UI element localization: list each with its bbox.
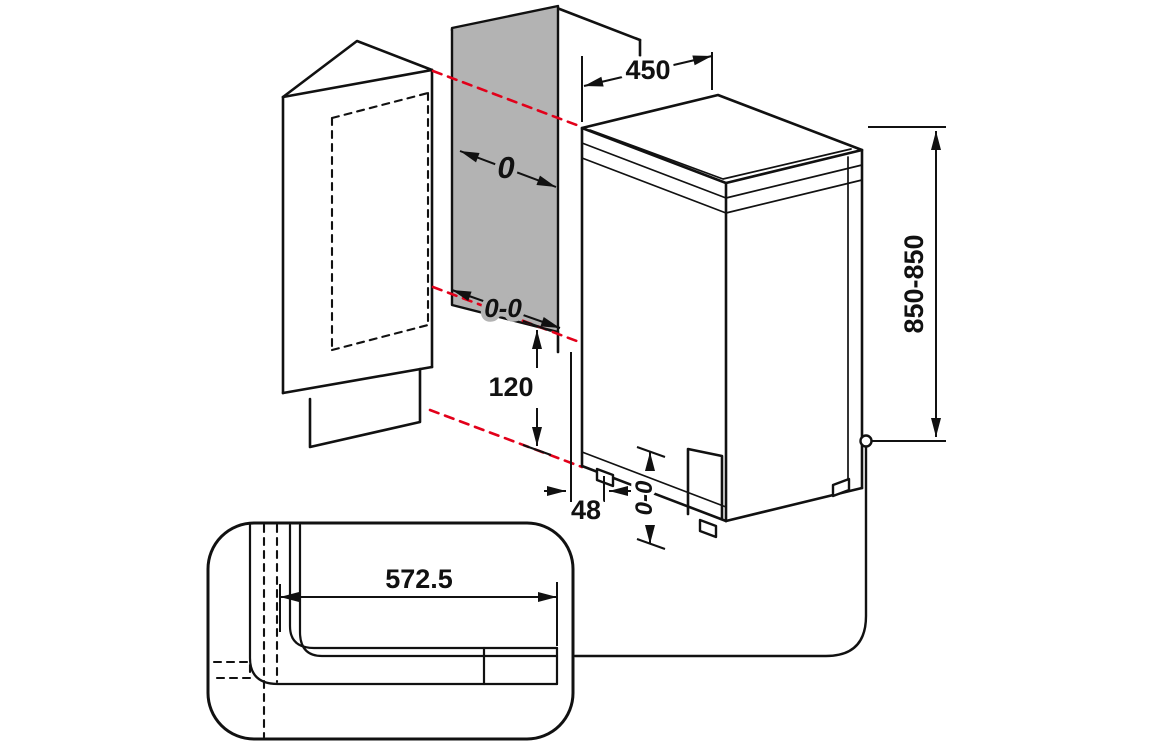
niche-hidden-edge-bottom xyxy=(330,323,430,352)
alignment-line-floor xyxy=(428,408,584,469)
alignment-line-worktop xyxy=(431,69,584,129)
cabinet-front-top-edge xyxy=(281,68,434,99)
dim-line-gap xyxy=(459,150,557,188)
adjustable-foot-front-right xyxy=(698,518,718,539)
dimension-foot-range: 0-0 xyxy=(627,446,666,550)
dimension-offset-48: 48 xyxy=(544,352,631,530)
dimension-width-450: 450 xyxy=(581,51,713,122)
dishwasher-top-rim xyxy=(589,129,852,180)
dim-label-5725: 572.5 xyxy=(385,564,453,594)
dim-label-850: 850-850 xyxy=(899,234,929,333)
dim-label-foot-range: 0-0 xyxy=(631,480,658,515)
inset-frame xyxy=(206,521,575,741)
dim-label-gap: 0 xyxy=(497,150,514,185)
adjustable-foot-back-right xyxy=(831,477,851,498)
control-band-side-top xyxy=(725,164,863,199)
dim-label-120: 120 xyxy=(488,372,533,402)
cabinet-bottom-edge xyxy=(281,365,434,395)
leader-anchor-point xyxy=(859,434,873,448)
niche-hidden-edge-top xyxy=(330,91,430,120)
control-band-front-bottom xyxy=(581,157,727,214)
dim-label-450: 450 xyxy=(625,55,670,85)
tick-120-bottom xyxy=(522,444,552,456)
cabinet-plinth xyxy=(308,367,422,449)
dim-label-48: 48 xyxy=(571,495,601,525)
dim-label-gap-range: 0-0 xyxy=(484,293,522,323)
dimension-height-850: 850-850 xyxy=(868,126,946,442)
detail-leader xyxy=(573,434,873,658)
control-band-side-bottom xyxy=(725,179,863,214)
dim-line-450 xyxy=(583,55,713,87)
leader-curve xyxy=(573,445,868,658)
inset-outer-profile xyxy=(248,523,559,686)
dimension-gap-range: 0-0 xyxy=(451,289,561,329)
dishwasher-outline xyxy=(580,93,864,539)
dishwasher-top-face xyxy=(580,93,864,185)
cabinet-top-edges xyxy=(281,39,434,99)
inset-door-profile-outer xyxy=(288,523,559,650)
door-bottom-gap-line xyxy=(581,451,727,508)
detail-inset: 572.5 xyxy=(206,521,575,741)
control-band-front-top xyxy=(581,142,727,199)
kick-plate-recess xyxy=(686,447,724,520)
inset-hidden-step xyxy=(212,660,252,680)
inset-door-profile-inner xyxy=(298,523,559,658)
left-cabinet-outline xyxy=(281,39,434,449)
dimension-plinth-120: 120 xyxy=(484,320,552,456)
tick-120-top xyxy=(522,320,552,332)
dim-line-gap-range xyxy=(451,289,561,329)
